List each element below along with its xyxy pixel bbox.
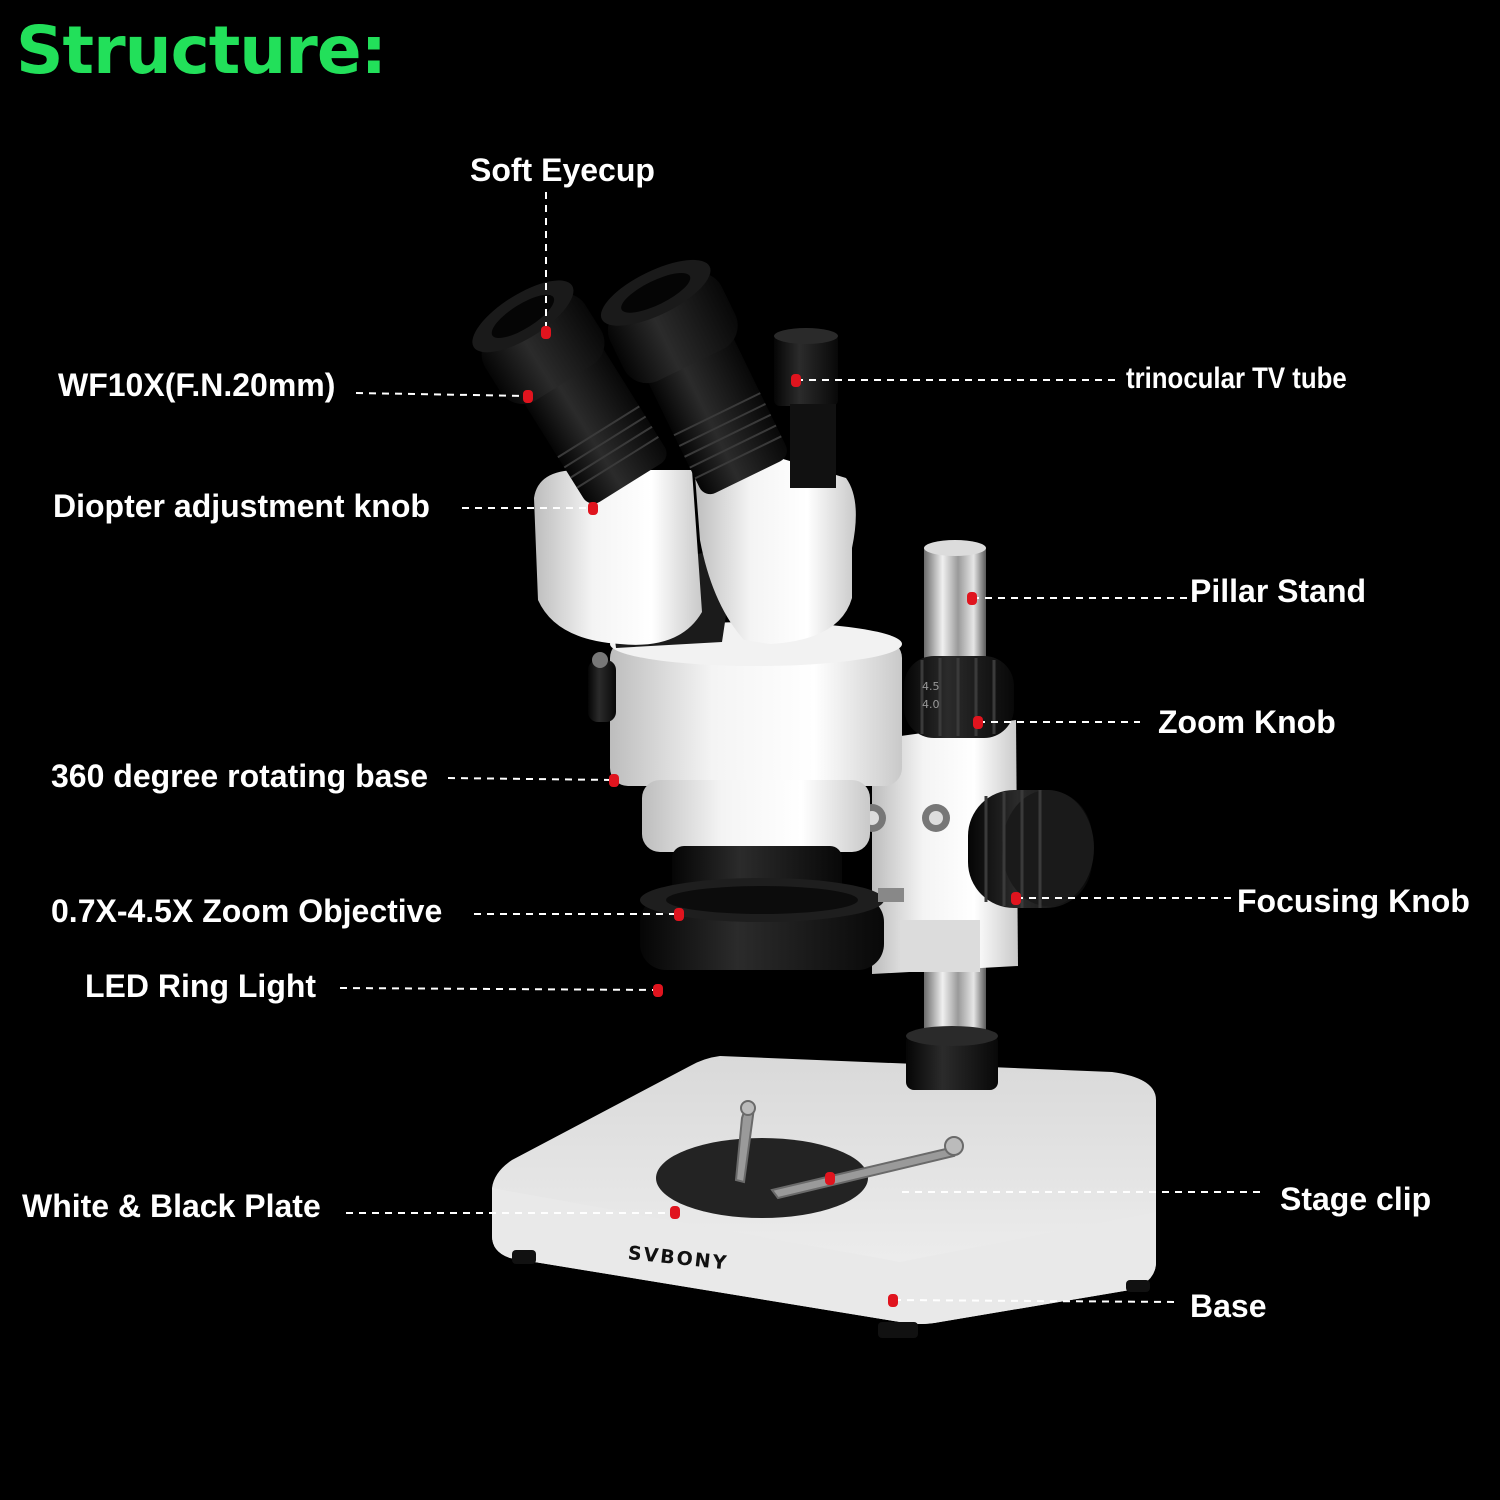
label-wf10x: WF10X(F.N.20mm) <box>58 367 336 403</box>
stage-clips <box>734 1100 964 1200</box>
svg-text:4.5: 4.5 <box>922 680 940 693</box>
trinocular-tube-part <box>774 334 838 406</box>
black-plate <box>656 1138 868 1218</box>
label-pillar-stand: Pillar Stand <box>1190 573 1367 609</box>
label-stage-clip: Stage clip <box>1280 1181 1432 1217</box>
label-rotating-base: 360 degree rotating base <box>51 758 429 794</box>
label-led-ring-light: LED Ring Light <box>85 968 317 1004</box>
label-soft-eyecup: Soft Eyecup <box>470 152 655 188</box>
leader-rotating-base <box>447 777 615 781</box>
page-title: Structure: <box>16 12 387 89</box>
right-eyepiece <box>600 259 787 495</box>
svg-text:4.0: 4.0 <box>922 698 940 711</box>
label-trinocular-tv-tube: trinocular TV tube <box>1126 362 1347 395</box>
zoom-knob-part: 4.5 4.0 <box>904 656 1014 738</box>
label-zoom-knob: Zoom Knob <box>1158 704 1336 740</box>
binocular-head <box>534 328 856 648</box>
focus-bracket <box>872 720 1018 974</box>
left-eyepiece <box>472 280 667 504</box>
leader-led-ring <box>339 987 657 991</box>
label-focusing-knob: Focusing Knob <box>1237 883 1470 919</box>
label-base: Base <box>1190 1288 1267 1324</box>
focusing-knob-part <box>968 790 1094 908</box>
label-zoom-objective: 0.7X-4.5X Zoom Objective <box>51 893 443 929</box>
label-diopter-adjustment-knob: Diopter adjustment knob <box>53 488 430 524</box>
markers <box>523 326 1021 1307</box>
zoom-body <box>588 622 902 902</box>
pillar-collar <box>906 1034 998 1090</box>
label-white-black-plate: White & Black Plate <box>22 1188 321 1224</box>
leader-lines <box>339 192 1262 1303</box>
led-ring-light-part <box>640 878 904 970</box>
leader-wf10x <box>355 392 529 397</box>
leader-base <box>893 1299 1177 1303</box>
